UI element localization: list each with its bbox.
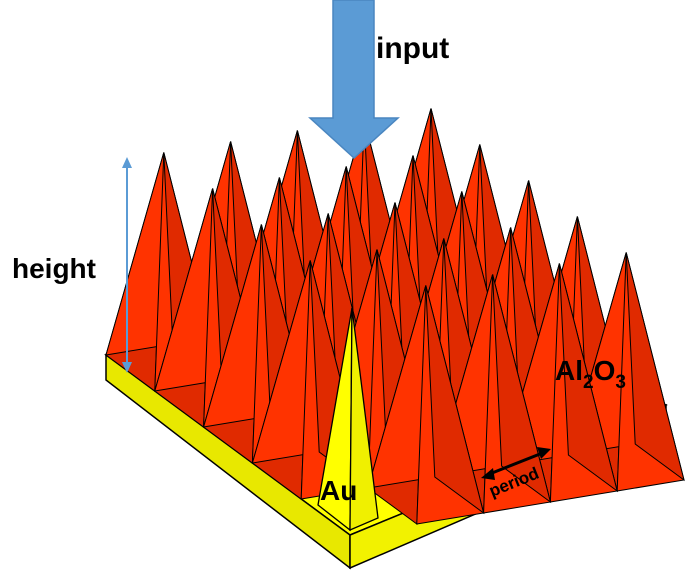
double-arrow-icon xyxy=(537,447,551,459)
pyramid-face xyxy=(558,263,619,493)
au-pyramid-right-face xyxy=(349,307,379,531)
height-label: height xyxy=(12,253,96,284)
pyramid-face xyxy=(492,274,552,504)
input-arrow xyxy=(308,0,400,160)
al2o3-pyramid-array xyxy=(105,108,685,525)
au-label: Au xyxy=(320,475,357,506)
period-arrow xyxy=(481,447,551,480)
al2o3-al: Al xyxy=(555,355,583,386)
au-pyramid xyxy=(317,307,379,532)
double-arrow-icon xyxy=(122,157,132,168)
down-arrow-icon xyxy=(308,0,400,160)
pyramid xyxy=(367,285,485,525)
input-label: input xyxy=(376,32,449,65)
double-arrow-icon xyxy=(481,468,495,480)
al2o3-label: Al2O3 xyxy=(555,355,626,393)
double-arrow-icon xyxy=(122,362,132,373)
height-arrow xyxy=(122,157,132,373)
al2o3-sub3: 3 xyxy=(615,372,626,393)
al2o3-o: O xyxy=(594,355,616,386)
pyramid-face xyxy=(625,252,685,482)
pyramid-face xyxy=(425,285,485,515)
al2o3-sub2: 2 xyxy=(583,372,594,393)
